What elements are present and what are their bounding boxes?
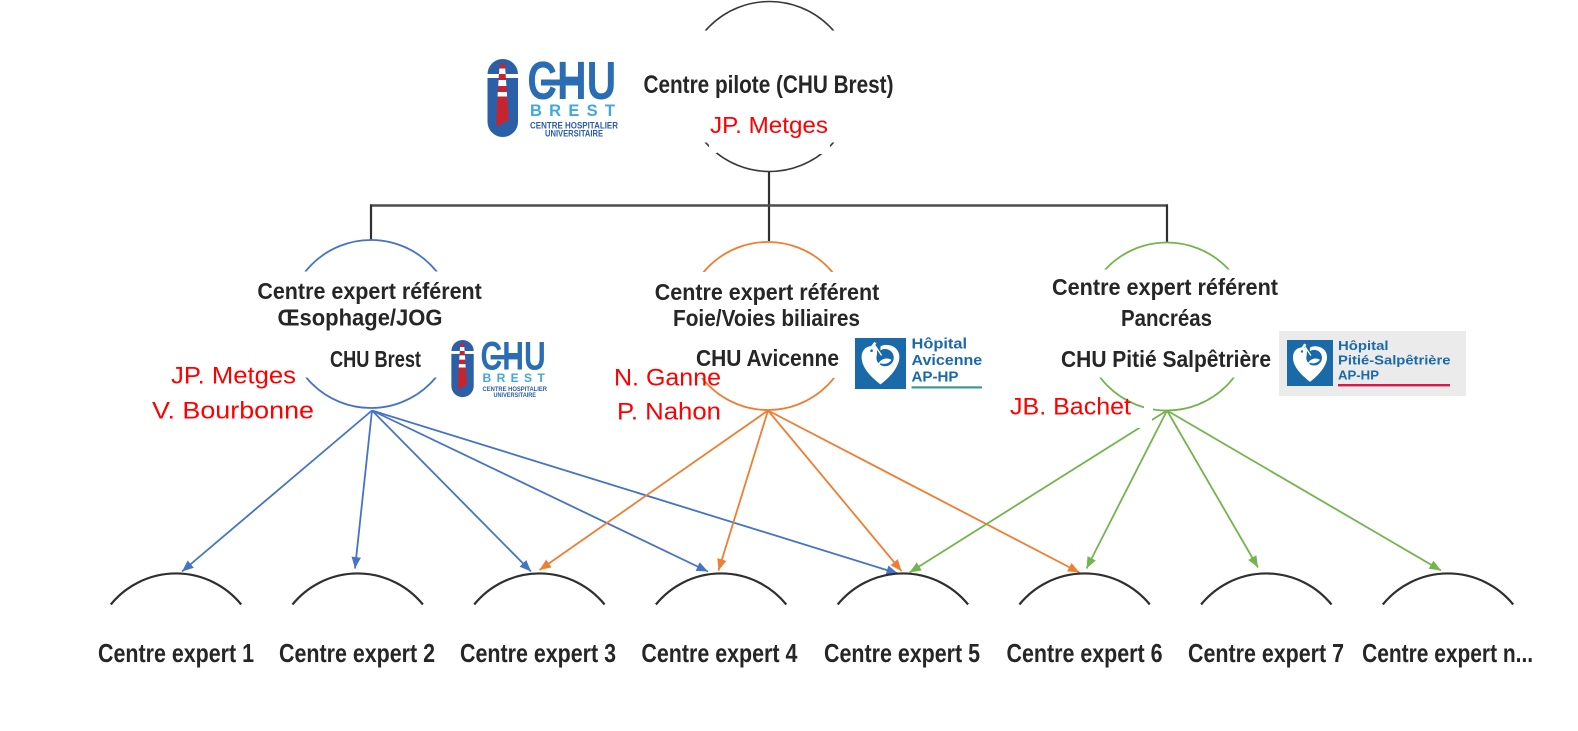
svg-text:Centre expert 6: Centre expert 6 xyxy=(1007,638,1163,668)
svg-text:Hôpital: Hôpital xyxy=(912,337,968,353)
svg-text:AP-HP: AP-HP xyxy=(912,370,959,386)
svg-text:CHU Avicenne: CHU Avicenne xyxy=(696,345,839,371)
svg-text:Centre expert 2: Centre expert 2 xyxy=(279,638,435,668)
svg-text:Centre expert 3: Centre expert 3 xyxy=(460,638,616,668)
svg-text:Hôpital: Hôpital xyxy=(1338,339,1389,353)
svg-text:V. Bourbonne: V. Bourbonne xyxy=(152,398,314,425)
svg-text:N. Ganne: N. Ganne xyxy=(614,365,721,392)
svg-text:Centre expert 4: Centre expert 4 xyxy=(641,638,797,668)
svg-text:CHU Pitié Salpêtrière: CHU Pitié Salpêtrière xyxy=(1061,346,1271,372)
svg-text:Foie/Voies biliaires: Foie/Voies biliaires xyxy=(673,305,860,331)
svg-text:Centre expert 1: Centre expert 1 xyxy=(98,638,254,668)
svg-text:P. Nahon: P. Nahon xyxy=(617,399,721,426)
svg-text:Centre expert référent: Centre expert référent xyxy=(257,278,482,304)
svg-text:CHU Brest: CHU Brest xyxy=(330,346,421,372)
svg-text:Œsophage/JOG: Œsophage/JOG xyxy=(278,305,443,331)
svg-text:Pitié-Salpêtrière: Pitié-Salpêtrière xyxy=(1338,354,1451,368)
svg-text:JB. Bachet: JB. Bachet xyxy=(1010,394,1131,421)
svg-text:Centre expert 5: Centre expert 5 xyxy=(824,638,980,668)
svg-text:AP-HP: AP-HP xyxy=(1338,369,1379,383)
svg-text:Pancréas: Pancréas xyxy=(1121,305,1212,331)
svg-text:Centre pilote (CHU Brest): Centre pilote (CHU Brest) xyxy=(644,71,894,99)
svg-text:Centre expert n...: Centre expert n... xyxy=(1362,638,1533,668)
svg-text:Avicenne: Avicenne xyxy=(912,353,983,369)
svg-text:JP. Metges: JP. Metges xyxy=(710,112,828,138)
svg-text:Centre expert 7: Centre expert 7 xyxy=(1188,638,1344,668)
svg-text:JP. Metges: JP. Metges xyxy=(171,363,296,390)
svg-text:Centre expert référent: Centre expert référent xyxy=(1052,274,1278,300)
svg-text:Centre expert référent: Centre expert référent xyxy=(655,279,880,305)
